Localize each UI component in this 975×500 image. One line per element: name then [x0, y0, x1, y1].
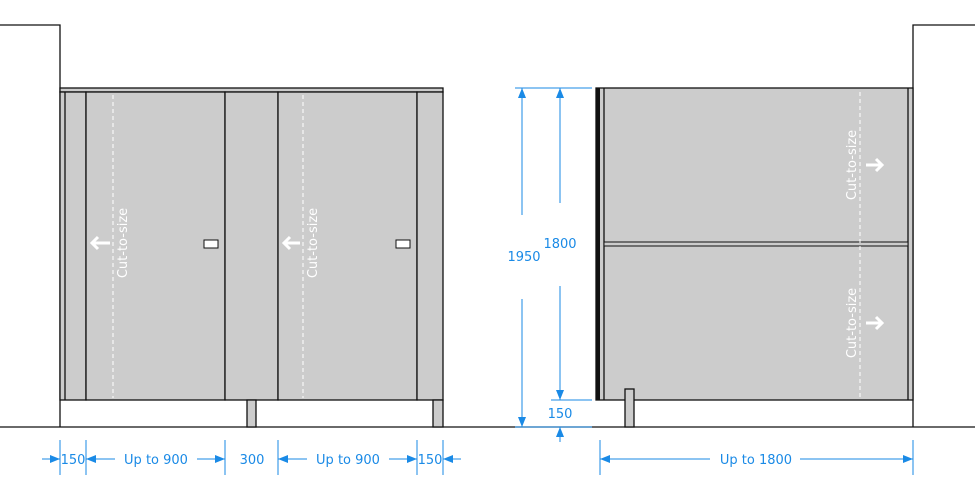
cut-to-size-label: Cut-to-size	[306, 208, 321, 278]
side-dimensions: 1950 1800 150 Up to 1800	[507, 87, 914, 475]
dim-middle-pilaster: 300	[240, 453, 265, 468]
right-door	[277, 91, 418, 401]
door-lock-icon	[203, 239, 219, 249]
dim-right-door: Up to 900	[316, 453, 380, 468]
side-elevation: Cut-to-size Cut-to-size	[595, 87, 914, 428]
cut-to-size-label: Cut-to-size	[845, 288, 860, 358]
arrow-right-icon	[866, 157, 885, 173]
dim-right-pilaster: 150	[418, 453, 443, 468]
panel-foot	[624, 388, 635, 428]
pilaster-foot	[432, 399, 444, 428]
pilaster-foot	[246, 399, 257, 428]
arrow-right-icon	[866, 315, 885, 331]
dim-left-pilaster: 150	[61, 453, 86, 468]
arrow-left-icon	[281, 235, 300, 251]
dim-left-door: Up to 900	[124, 453, 188, 468]
door-lock-icon	[395, 239, 411, 249]
dim-side-width: Up to 1800	[720, 453, 792, 468]
front-elevation: Cut-to-size Cut-to-size	[59, 87, 444, 428]
right-pilaster	[416, 91, 444, 401]
dim-overall-height: 1950	[507, 250, 540, 265]
left-door	[85, 91, 226, 401]
front-dimensions: 150 Up to 900 300 Up to 900 150	[42, 440, 461, 475]
dim-panel-height: 1800	[543, 237, 576, 252]
cut-to-size-label: Cut-to-size	[116, 208, 131, 278]
left-pilaster	[59, 91, 87, 401]
dim-clearance: 150	[548, 407, 573, 422]
arrow-left-icon	[89, 235, 110, 251]
cut-to-size-label: Cut-to-size	[845, 130, 860, 200]
middle-pilaster	[224, 91, 279, 401]
